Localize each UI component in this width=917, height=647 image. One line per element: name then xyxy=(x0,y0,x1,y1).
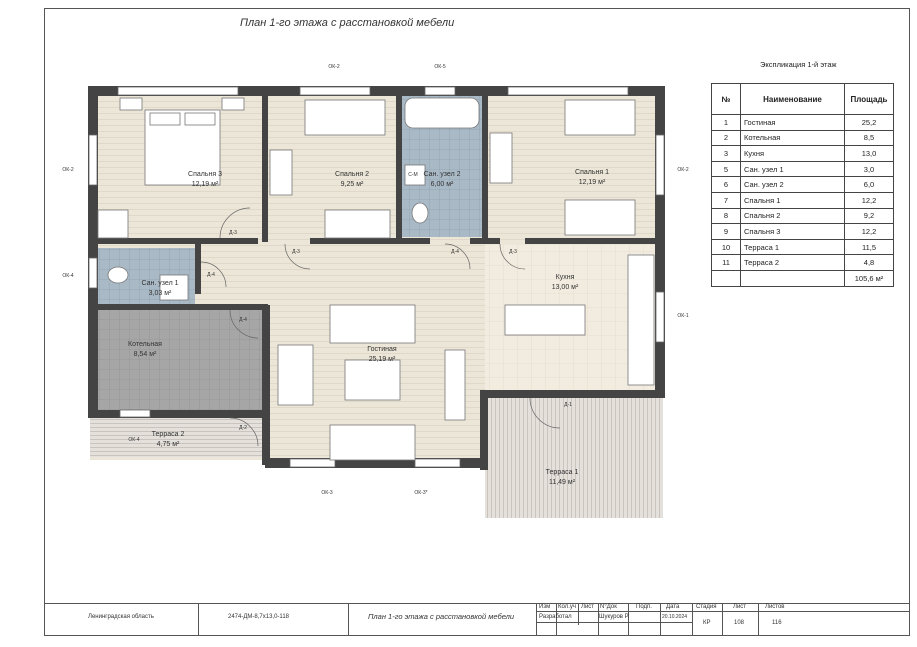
door-tag: Д-3 xyxy=(509,249,517,255)
col-num: № xyxy=(711,83,741,115)
equipment-tag: С-М xyxy=(408,172,418,178)
furniture xyxy=(97,97,655,461)
listov-value: 116 xyxy=(772,620,782,626)
window-tag: ОК-5 xyxy=(434,64,446,70)
window-tag: ОК-4 xyxy=(62,273,74,279)
door-tag: Д-4 xyxy=(451,249,459,255)
stadia-value: КР xyxy=(703,620,711,626)
drawing-title: План 1-го этажа с расстановкой мебели xyxy=(240,17,455,29)
hdr-data: Дата xyxy=(666,604,680,610)
hdr-listov: Листов xyxy=(765,604,785,610)
door-tag: Д-2 xyxy=(239,425,247,431)
sheet-title: План 1-го этажа с расстановкой мебели xyxy=(368,612,515,621)
door-tag: Д-4 xyxy=(207,272,215,278)
window-tag: ОК-1 xyxy=(677,313,689,319)
hdr-kol: Кол.уч xyxy=(558,604,576,610)
door-tag: Д-3 xyxy=(229,230,237,236)
region-text: Ленинградская область xyxy=(88,614,154,620)
table-row-total: 105,6 м² xyxy=(711,269,894,287)
razrab-label: Разработал xyxy=(539,614,572,620)
explication-title: Экспликация 1-й этаж xyxy=(760,60,837,69)
windows xyxy=(88,86,665,468)
terrace2-floor xyxy=(90,417,265,457)
window-tag: ОК-2 xyxy=(328,64,340,70)
walls xyxy=(88,86,665,470)
window-tag: ОК-2 xyxy=(62,167,74,173)
terrace1-floor xyxy=(485,395,663,518)
list-value: 108 xyxy=(734,620,745,626)
hdr-stadia: Стадия xyxy=(696,604,717,610)
project-code: 2474-ДМ-8,7х13,0-118 xyxy=(228,614,289,620)
window-tag: ОК-3* xyxy=(414,490,428,496)
title-block xyxy=(44,603,910,637)
hdr-list2: Лист xyxy=(733,604,747,610)
window-tag: ОК-4 xyxy=(128,437,140,443)
drawing-frame xyxy=(44,8,910,636)
window-tag: ОК-3 xyxy=(321,490,333,496)
col-area: Площадь xyxy=(844,83,894,115)
door-tag: Д-3 xyxy=(292,249,300,255)
hdr-podp: Подп. xyxy=(636,604,652,610)
author-date: 20.10.2024 xyxy=(662,614,688,620)
hdr-list: Лист xyxy=(581,604,595,610)
hdr-izm: Изм xyxy=(539,604,551,610)
hdr-ndok: N°Док xyxy=(600,604,617,610)
door-tag: Д-1 xyxy=(564,402,572,408)
author-name: Шукуров Р. xyxy=(599,614,630,620)
door-swings xyxy=(200,207,561,447)
boiler-floor xyxy=(97,310,262,410)
col-name: Наименование xyxy=(740,83,845,115)
door-tag: Д-4 xyxy=(239,317,247,323)
window-tag: ОК-2 xyxy=(677,167,689,173)
